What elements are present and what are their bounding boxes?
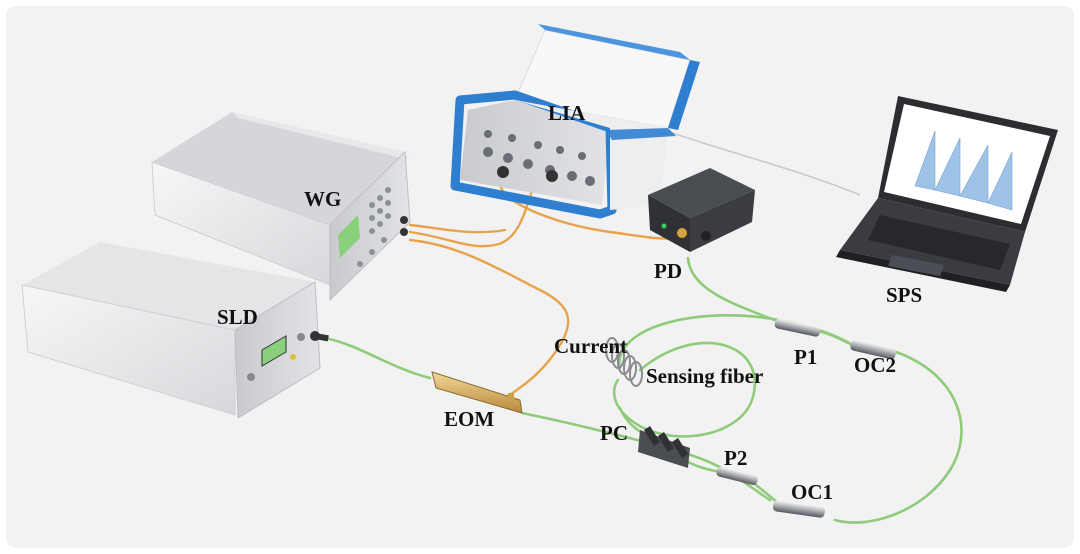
fiber-sld-eom <box>323 336 432 380</box>
label-current: Current <box>554 334 627 358</box>
p1-component-icon <box>774 318 821 337</box>
photodetector-icon <box>648 168 755 252</box>
phase-plot <box>914 130 1013 211</box>
oc2-component-icon <box>850 339 897 360</box>
fiber-oc2-loop <box>833 350 963 524</box>
polarization-controller-icon <box>638 426 690 468</box>
waveform-generator-icon <box>151 112 411 302</box>
cable-wg-lia-2 <box>408 223 507 234</box>
label-wg: WG <box>304 187 341 211</box>
label-sld: SLD <box>217 305 258 329</box>
label-eom: EOM <box>444 407 494 431</box>
label-lia: LIA <box>548 101 586 125</box>
p2-component-icon <box>716 466 758 486</box>
lock-in-amplifier-icon <box>450 24 700 219</box>
label-sensing-fiber: Sensing fiber <box>646 364 763 388</box>
cable-wg-eom <box>408 238 570 398</box>
superluminescent-diode-icon <box>21 242 329 419</box>
label-p1: P1 <box>794 345 817 369</box>
sensing-fiber-loop <box>612 341 757 438</box>
fiber-pd-p1 <box>686 256 782 324</box>
label-sps: SPS <box>886 283 922 307</box>
label-oc2: OC2 <box>854 353 896 377</box>
laptop-icon <box>836 96 1058 292</box>
oc1-component-icon <box>772 500 825 518</box>
current-coil-icon <box>605 337 643 387</box>
label-pc: PC <box>600 421 628 445</box>
label-oc1: OC1 <box>791 480 833 504</box>
cable-lia-sps <box>669 131 861 196</box>
electro-optic-modulator-icon <box>431 371 523 414</box>
label-p2: P2 <box>724 446 747 470</box>
label-pd: PD <box>654 259 682 283</box>
